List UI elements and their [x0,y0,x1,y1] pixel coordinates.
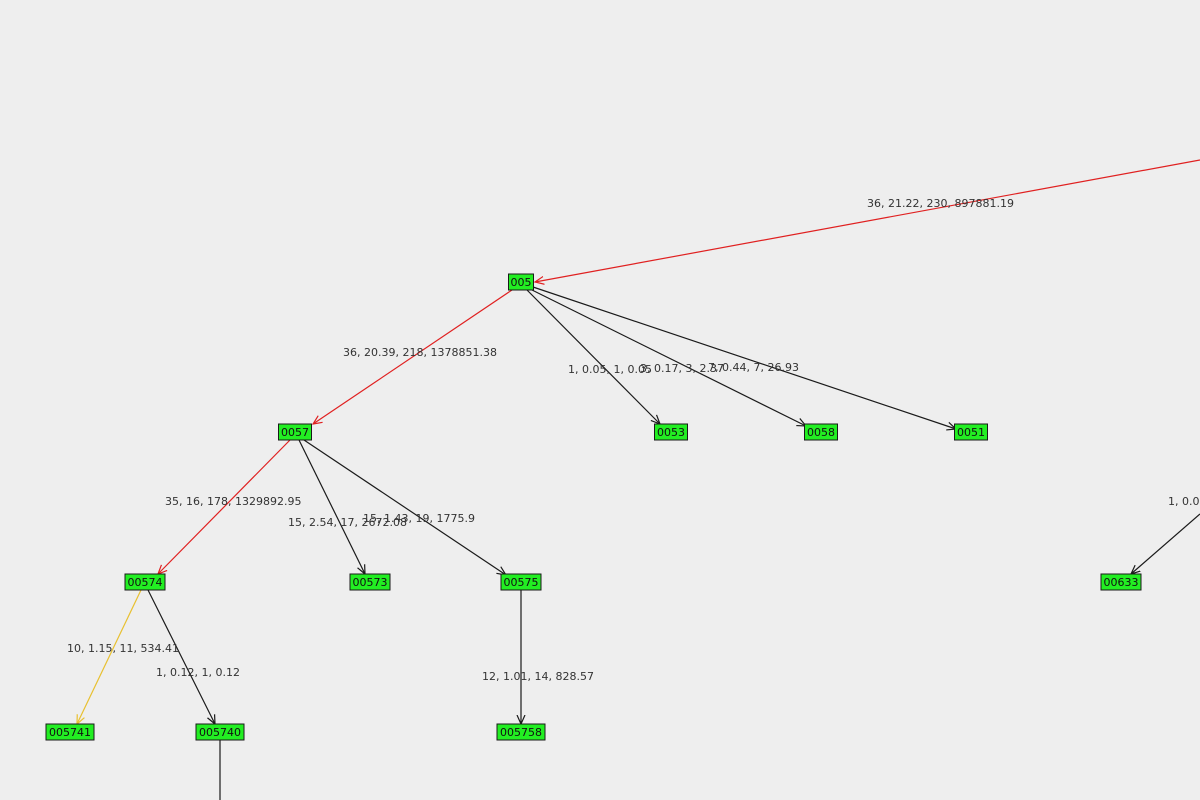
edge-label-offscreen-right-to-00633: 1, 0.0 [1168,495,1200,508]
edge-labels-layer: 36, 21.22, 230, 897881.19 36, 20.39, 218,… [67,197,1200,683]
edge-005-to-0051[interactable] [532,286,956,429]
edge-00574-to-005741[interactable] [77,589,142,724]
node-box[interactable] [124,573,166,591]
node-box[interactable] [349,573,391,591]
node-00633[interactable]: 00633 [1100,573,1142,591]
edge-offscreen-top-right-to-005[interactable] [535,159,1200,282]
node-00575[interactable]: 00575 [500,573,542,591]
node-box[interactable] [45,723,95,741]
node-box[interactable] [1100,573,1142,591]
node-box[interactable] [804,423,838,441]
node-label: 0058 [807,426,835,439]
node-00573[interactable]: 00573 [349,573,391,591]
node-0051[interactable]: 0051 [954,423,988,441]
node-0058[interactable]: 0058 [804,423,838,441]
node-label: 00573 [353,576,388,589]
edge-offscreen-right-to-00633[interactable] [1131,513,1200,574]
edge-label-00575-to-005758: 12, 1.01, 14, 828.57 [482,670,594,683]
edge-label-0057-to-00574: 35, 16, 178, 1329892.95 [165,495,301,508]
node-box[interactable] [496,723,546,741]
nodes-layer: 005 0057 0053 0058 0051 00574 00573 00575 00633 0… [45,273,1142,741]
node-0057[interactable]: 0057 [278,423,312,441]
node-box[interactable] [954,423,988,441]
edge-label-005-to-0058: 3, 0.17, 3, 2.37 [640,362,724,375]
node-label: 005741 [49,726,91,739]
node-005740[interactable]: 005740 [195,723,245,741]
edge-0057-to-00573[interactable] [298,439,365,574]
node-box[interactable] [508,273,534,291]
node-label: 005740 [199,726,241,739]
node-label: 005 [511,276,532,289]
node-label: 0057 [281,426,309,439]
node-label: 00633 [1104,576,1139,589]
edges-layer [77,159,1200,800]
node-label: 00574 [128,576,163,589]
node-label: 005758 [500,726,542,739]
node-label: 0053 [657,426,685,439]
edge-0057-to-00575[interactable] [303,439,506,575]
edge-label-0057-to-00573: 15, 2.54, 17, 2672.08 [288,516,407,529]
edge-label-005-to-0057: 36, 20.39, 218, 1378851.38 [343,346,497,359]
edge-label-00574-to-005740: 1, 0.12, 1, 0.12 [156,666,240,679]
edge-00574-to-005740[interactable] [147,589,215,724]
node-box[interactable] [278,423,312,441]
node-box[interactable] [195,723,245,741]
node-005[interactable]: 005 [508,273,534,291]
edge-005-to-0053[interactable] [526,289,660,424]
node-005741[interactable]: 005741 [45,723,95,741]
node-label: 0051 [957,426,985,439]
edge-label-0057-to-00575: 15, 1.43, 19, 1775.9 [363,512,475,525]
node-00574[interactable]: 00574 [124,573,166,591]
edge-005-to-0057[interactable] [313,289,513,424]
edge-label-00574-to-005741: 10, 1.15, 11, 534.41 [67,642,179,655]
node-box[interactable] [654,423,688,441]
edge-label-005-to-0051: 7, 0.44, 7, 26.93 [708,361,799,374]
edge-label-005-to-0053: 1, 0.05, 1, 0.05 [568,363,652,376]
edge-label-offscreen-top-right-to-005: 36, 21.22, 230, 897881.19 [867,197,1014,210]
edge-005-to-0058[interactable] [529,288,806,426]
node-box[interactable] [500,573,542,591]
node-005758[interactable]: 005758 [496,723,546,741]
edge-0057-to-00574[interactable] [158,439,291,574]
node-0053[interactable]: 0053 [654,423,688,441]
node-label: 00575 [504,576,539,589]
